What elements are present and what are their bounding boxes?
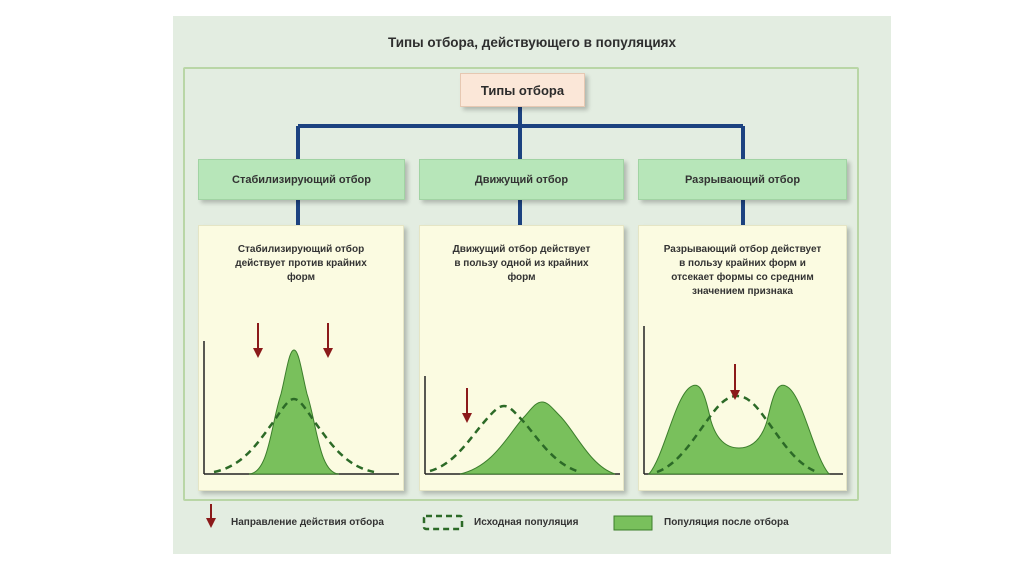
panel-description-directional: Движущий отбор действует в пользу одной … <box>452 244 591 283</box>
legend-arrow-label: Направление действия отбора <box>231 517 384 528</box>
panel-disruptive: Разрывающий отбор действует в пользу кра… <box>638 225 847 491</box>
root-label: Типы отбора <box>480 82 565 98</box>
type-box-disruptive: Разрывающий отбор <box>638 159 847 200</box>
connector-lines <box>296 106 745 225</box>
legend-filled-swatch-icon <box>613 515 653 531</box>
initial-population-curve <box>429 404 581 474</box>
panel-stabilizing: Стабилизирующий отбор действует против к… <box>198 225 404 491</box>
legend-after-label: Популяция после отбора <box>664 517 789 528</box>
slide: Типы отбора, действующего в популяциях Т… <box>173 16 891 554</box>
type-label-stabilizing: Стабилизирующий отбор <box>232 173 371 186</box>
selection-arrow <box>730 364 740 400</box>
selection-arrow-left <box>253 323 263 358</box>
root-box: Типы отбора <box>460 73 585 107</box>
legend-initial-label: Исходная популяция <box>474 517 579 528</box>
curve-chart-stabilizing <box>203 323 399 475</box>
curve-chart-disruptive <box>643 326 843 475</box>
population-after-curve <box>647 384 831 475</box>
selection-arrow-right <box>323 323 333 358</box>
initial-population-curve <box>213 397 375 474</box>
type-box-stabilizing: Стабилизирующий отбор <box>198 159 405 200</box>
legend-arrow-icon <box>206 504 216 528</box>
panel-description-disruptive: Разрывающий отбор действует в пользу кра… <box>663 244 822 297</box>
panel-directional: Движущий отбор действует в пользу одной … <box>419 225 624 491</box>
slide-title: Типы отбора, действующего в популяциях <box>387 35 677 50</box>
diagram-frame <box>183 67 859 501</box>
selection-arrow <box>462 388 472 423</box>
population-after-curve <box>248 349 340 475</box>
legend-dashed-swatch-icon <box>422 514 464 531</box>
panel-description-stabilizing: Стабилизирующий отбор действует против к… <box>235 244 367 283</box>
type-label-directional: Движущий отбор <box>474 173 569 186</box>
type-label-disruptive: Разрывающий отбор <box>684 173 801 186</box>
legend-symbols <box>206 504 653 531</box>
type-box-directional: Движущий отбор <box>419 159 624 200</box>
curve-chart-directional <box>424 376 620 475</box>
